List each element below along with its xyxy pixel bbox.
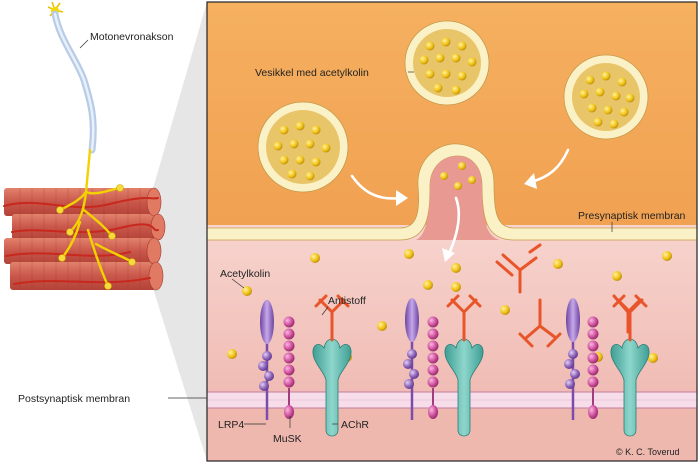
label-lrp4: LRP4 <box>218 419 244 431</box>
label-postsynaptic-membrane: Postsynaptisk membran <box>18 393 130 405</box>
label-presynaptic-membrane: Presynaptisk membran <box>578 210 686 222</box>
motor-neuron <box>47 1 136 290</box>
receptor-cluster-2 <box>403 294 484 437</box>
synapse-panel <box>207 2 697 461</box>
vesicle-1 <box>404 20 490 106</box>
panel-border <box>206 1 698 462</box>
acetylcholine-in-vesicles <box>273 37 635 190</box>
label-vesicle: Vesikkel med acetylkolin <box>255 67 369 79</box>
receptor-cluster-1 <box>258 294 352 437</box>
label-achr: AChR <box>341 419 369 431</box>
label-motor-axon: Motonevronakson <box>90 31 174 43</box>
vesicle-3 <box>257 101 349 193</box>
label-musk: MuSK <box>273 433 302 445</box>
leader-lines <box>79 39 613 428</box>
muscle-fiber-bundle <box>3 187 166 291</box>
label-antibody: Antistoff <box>328 295 366 307</box>
label-acetylcholine: Acetylkolin <box>220 268 270 280</box>
credit-text: © K. C. Toverud <box>616 447 680 457</box>
vesicle-2 <box>563 54 649 140</box>
zoom-wedge <box>152 2 207 461</box>
receptor-cluster-3 <box>564 294 650 437</box>
